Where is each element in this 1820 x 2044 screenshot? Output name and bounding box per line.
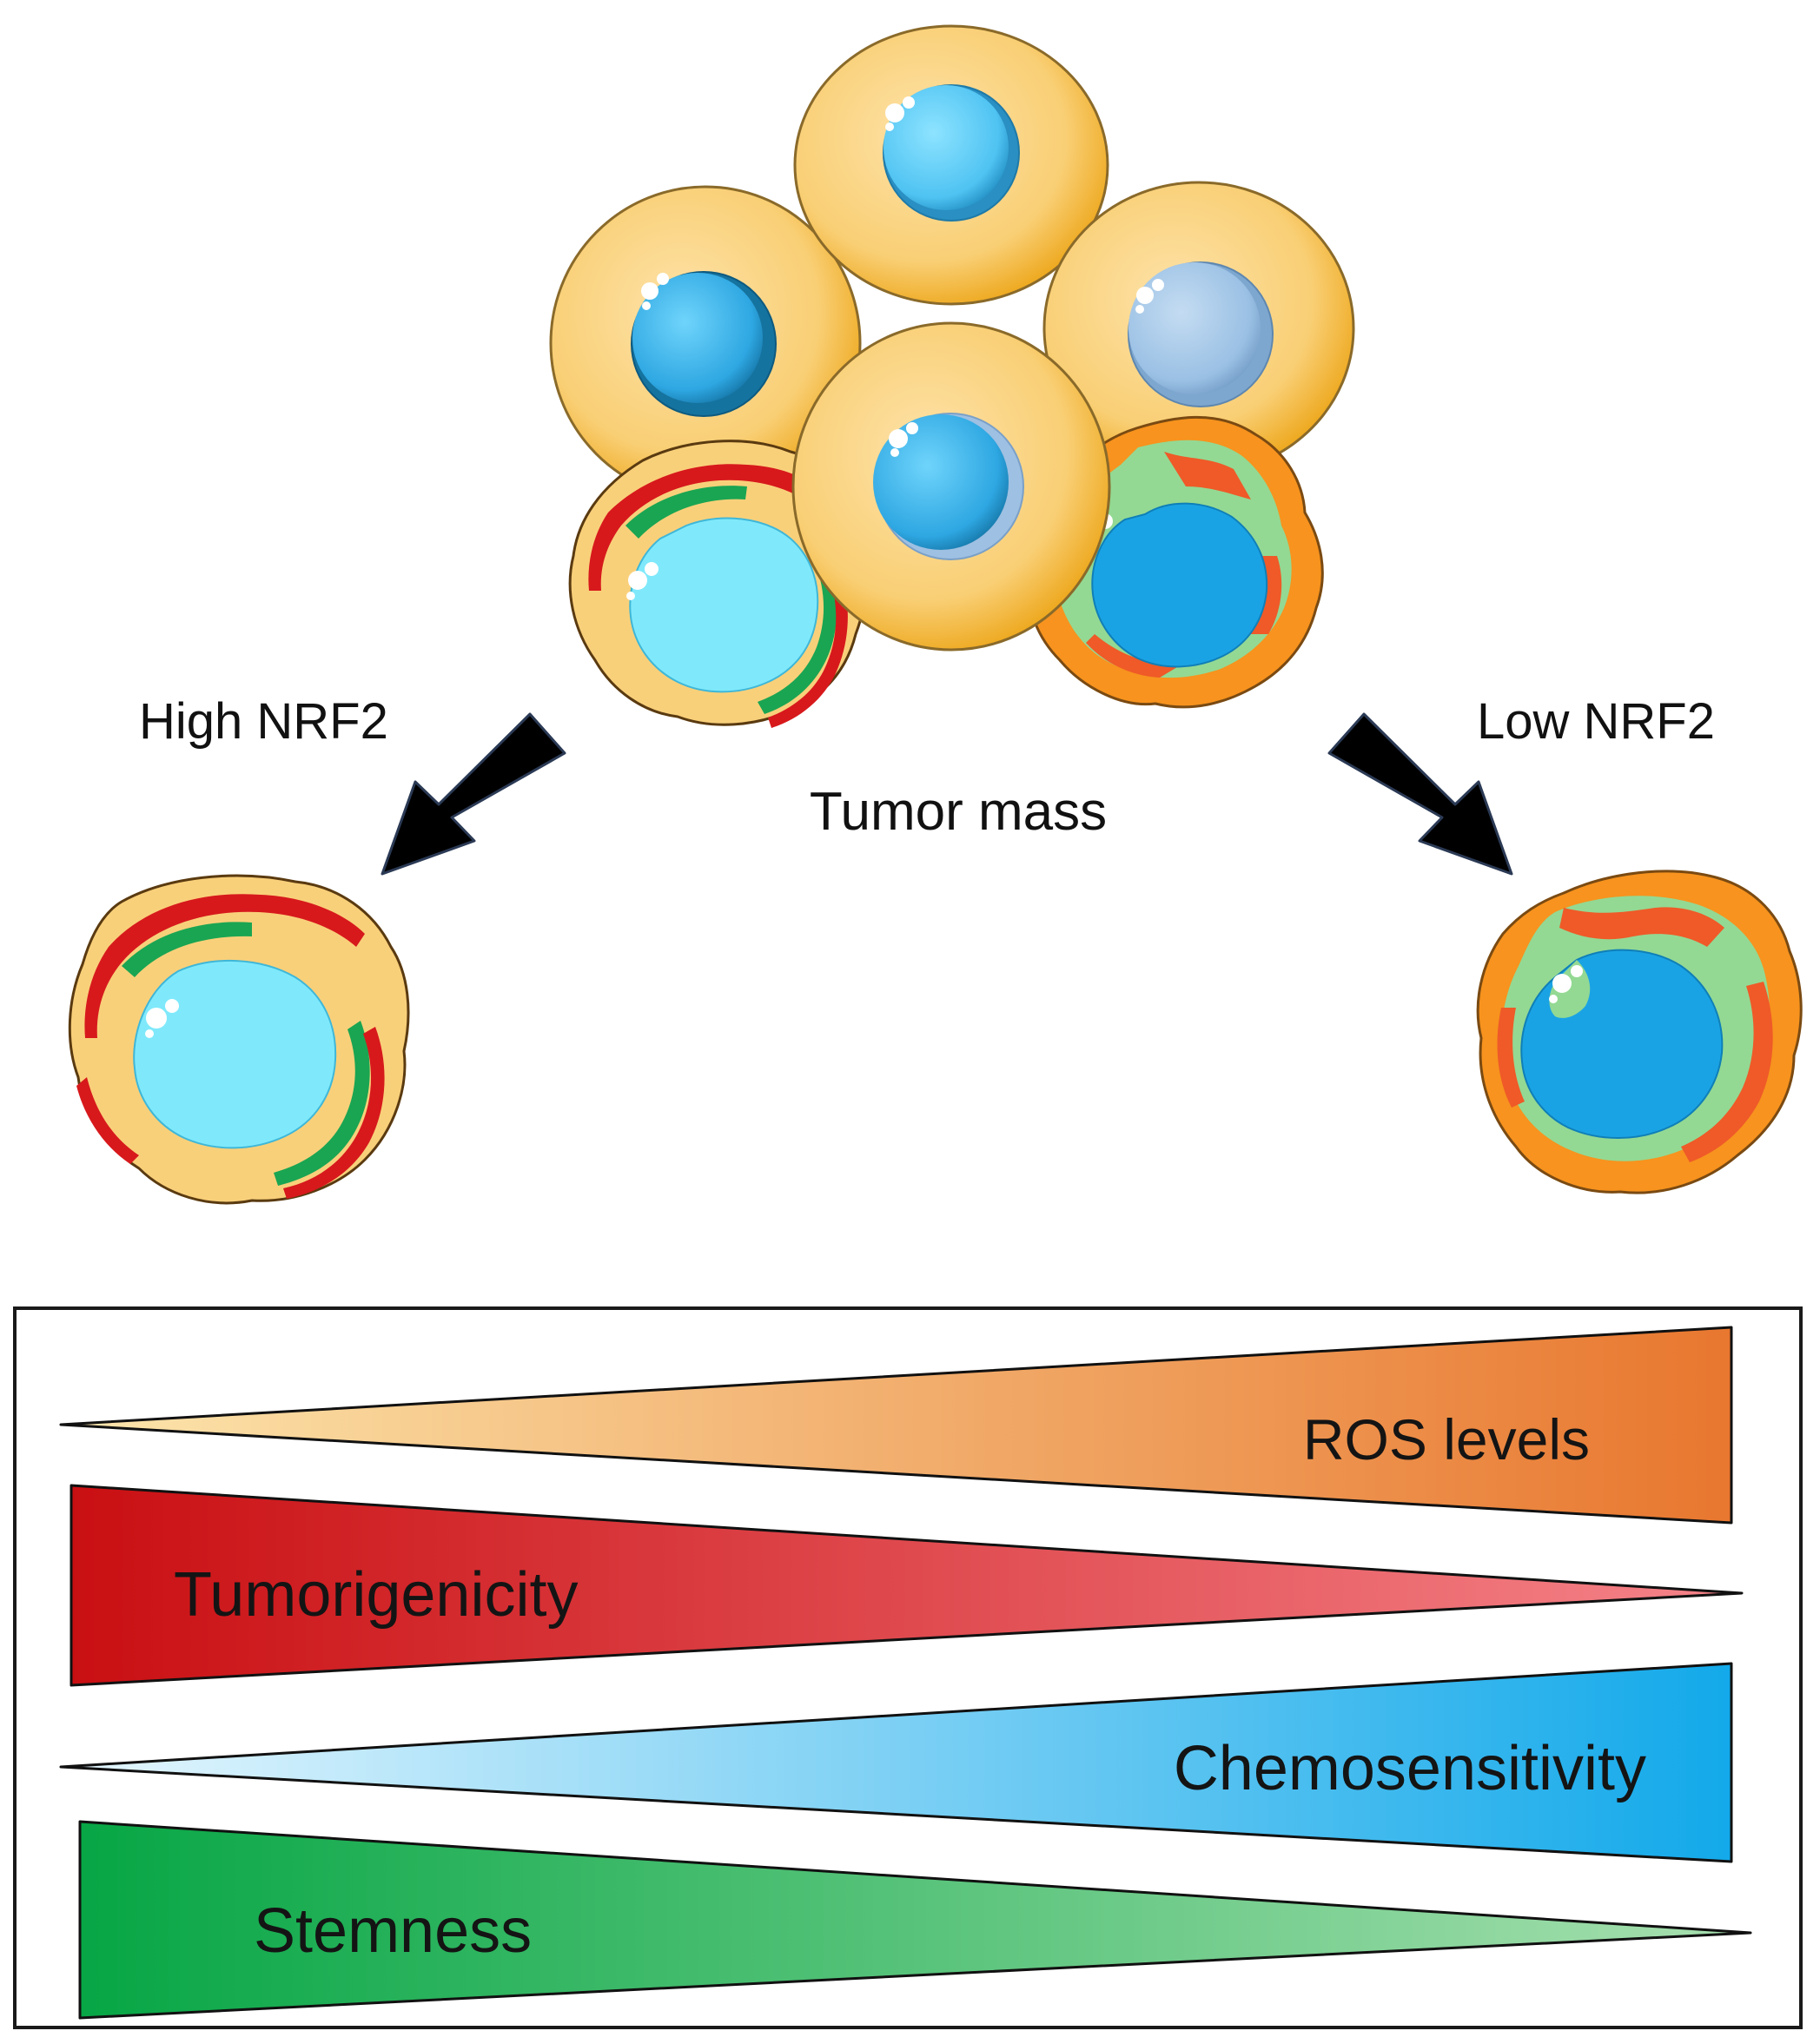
low-nrf2-ros-cell xyxy=(1476,870,1803,1194)
chemosensitivity-label: Chemosensitivity xyxy=(1174,1734,1646,1803)
gradient-stemness xyxy=(78,1820,1752,2020)
normal-cell-front xyxy=(791,321,1111,652)
ros-levels-label: ROS levels xyxy=(1303,1407,1590,1472)
high-nrf2-arrow xyxy=(381,712,566,876)
low-nrf2-arrow xyxy=(1327,712,1513,876)
tumor-mass-label: Tumor mass xyxy=(810,782,1107,842)
high-nrf2-label: High NRF2 xyxy=(139,693,388,750)
normal-cell-back-left xyxy=(549,185,862,501)
normal-cell-top xyxy=(793,24,1109,306)
stemness-label: Stemness xyxy=(254,1896,532,1966)
high-nrf2-stem-cell xyxy=(68,874,410,1205)
gradient-chemosensitivity xyxy=(59,1662,1733,1863)
tumor-mass xyxy=(549,24,1355,728)
tumorigenicity-label: Tumorigenicity xyxy=(174,1560,578,1630)
gradient-ros xyxy=(59,1326,1733,1525)
gradient-tumorigenicity xyxy=(69,1484,1744,1687)
normal-cell-right xyxy=(1042,181,1355,476)
low-nrf2-label: Low NRF2 xyxy=(1477,693,1715,750)
